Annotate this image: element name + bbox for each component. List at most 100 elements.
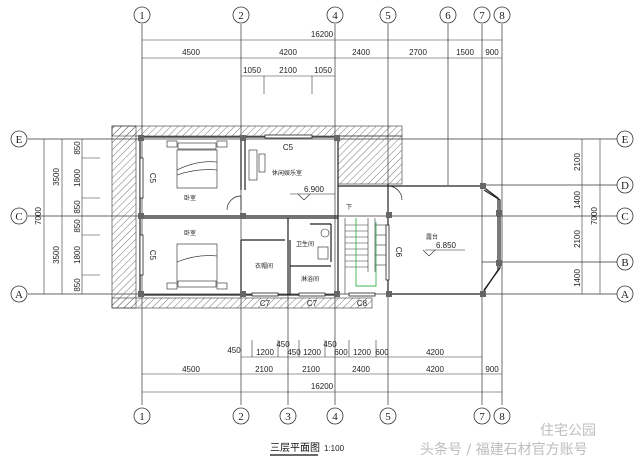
axis-label: A bbox=[15, 289, 23, 301]
dim: 4200 bbox=[426, 365, 444, 374]
dim: 2100 bbox=[255, 365, 273, 374]
stair-arrow bbox=[355, 218, 377, 287]
room-terrace: 露台 bbox=[426, 233, 438, 241]
drawing-scale: 1:100 bbox=[324, 444, 345, 453]
watermark-bottom: 头条号 / 福建石材官方账号 bbox=[420, 441, 588, 458]
bottom-dimensions bbox=[142, 340, 502, 393]
axis-label: C bbox=[15, 211, 22, 223]
dim-total: 16200 bbox=[311, 382, 334, 391]
bottom-axis-labels bbox=[133, 407, 511, 425]
axis-label: 7 bbox=[479, 10, 485, 22]
window-tag: C8 bbox=[357, 299, 368, 308]
columns bbox=[138, 135, 502, 297]
axis-label: 5 bbox=[385, 10, 391, 22]
room-bath: 淋浴间 bbox=[301, 275, 319, 283]
windows bbox=[139, 134, 390, 297]
dim: 1050 bbox=[243, 66, 261, 75]
dim: 4500 bbox=[182, 365, 200, 374]
dim: 1500 bbox=[456, 48, 474, 57]
doors bbox=[226, 185, 403, 211]
axis-label: E bbox=[16, 134, 23, 146]
window-tag: C7 bbox=[260, 299, 271, 308]
dim: 2100 bbox=[573, 230, 582, 248]
walls bbox=[139, 136, 501, 296]
dim: 850 bbox=[73, 278, 82, 292]
axis-label: 6 bbox=[445, 10, 451, 22]
fixtures bbox=[248, 149, 330, 260]
axis-label: 1 bbox=[139, 411, 145, 423]
left-dimensions bbox=[43, 139, 100, 294]
dim: 1800 bbox=[73, 169, 82, 187]
axis-label: 4 bbox=[332, 10, 338, 22]
dim: 3500 bbox=[52, 246, 61, 264]
dim: 600 bbox=[375, 348, 389, 357]
beds bbox=[166, 140, 228, 290]
axis-label: 8 bbox=[499, 411, 505, 423]
dim: 1200 bbox=[303, 348, 321, 357]
room-toilet: 卫生间 bbox=[296, 240, 314, 248]
axis-label: 2 bbox=[238, 411, 244, 423]
axis-label: D bbox=[621, 180, 629, 192]
dim: 2100 bbox=[302, 365, 320, 374]
left-axis-labels bbox=[10, 130, 28, 303]
vertical-grid-lines bbox=[141, 24, 503, 405]
dim: 450 bbox=[323, 340, 337, 349]
axis-label: B bbox=[621, 257, 628, 269]
window-tag: C5 bbox=[148, 173, 157, 184]
stairs bbox=[344, 218, 386, 294]
dim: 2100 bbox=[573, 153, 582, 171]
drawing-title: 三层平面图 bbox=[270, 442, 320, 454]
watermark-top: 住宅公园 bbox=[540, 423, 596, 439]
axis-label: A bbox=[621, 289, 629, 301]
dim: 850 bbox=[73, 219, 82, 233]
top-axis-labels bbox=[133, 6, 511, 24]
room-leisure: 休闲娱乐室 bbox=[272, 169, 302, 177]
level-markers bbox=[290, 193, 465, 257]
axis-label: 5 bbox=[385, 411, 391, 423]
right-dimensions bbox=[581, 139, 601, 294]
dim: 1200 bbox=[353, 348, 371, 357]
dim: 850 bbox=[73, 141, 82, 155]
dim: 450 bbox=[276, 340, 290, 349]
axis-label: 7 bbox=[479, 411, 485, 423]
dim: 600 bbox=[334, 348, 348, 357]
dim: 2100 bbox=[279, 66, 297, 75]
axis-label: 2 bbox=[238, 10, 244, 22]
axis-label: C bbox=[621, 211, 628, 223]
window-tag: C7 bbox=[307, 299, 318, 308]
dim: 2400 bbox=[352, 365, 370, 374]
room-closet: 衣帽间 bbox=[255, 262, 273, 270]
right-axis-labels bbox=[616, 130, 634, 303]
dim: 1200 bbox=[256, 348, 274, 357]
dim: 7000 bbox=[34, 207, 43, 225]
window-tag: C5 bbox=[283, 143, 294, 152]
level-leisure: 6.900 bbox=[304, 185, 325, 194]
dim: 450 bbox=[287, 348, 301, 357]
dim: 1400 bbox=[573, 269, 582, 287]
dim: 1800 bbox=[73, 246, 82, 264]
dim: 900 bbox=[485, 365, 499, 374]
dim-total: 16200 bbox=[311, 30, 334, 39]
hatched-areas bbox=[111, 125, 403, 309]
window-tag: C5 bbox=[148, 250, 157, 261]
dim: 4200 bbox=[279, 48, 297, 57]
stair-down: 下 bbox=[346, 204, 352, 211]
level-terrace: 6.850 bbox=[436, 241, 457, 250]
top-dimensions bbox=[142, 39, 502, 94]
dim: 450 bbox=[227, 346, 241, 355]
window-tag: C6 bbox=[394, 247, 403, 258]
dim: 850 bbox=[73, 200, 82, 214]
axis-label: 4 bbox=[332, 411, 338, 423]
dim: 1050 bbox=[314, 66, 332, 75]
dim: 4500 bbox=[182, 48, 200, 57]
axis-label: 8 bbox=[499, 10, 505, 22]
dim: 4200 bbox=[426, 348, 444, 357]
room-bedroom-top: 卧室 bbox=[184, 194, 196, 202]
axis-label: E bbox=[622, 134, 629, 146]
dim: 2700 bbox=[409, 48, 427, 57]
dim: 900 bbox=[485, 48, 499, 57]
dim: 2400 bbox=[352, 48, 370, 57]
axis-label: 3 bbox=[285, 411, 291, 423]
dim: 1400 bbox=[573, 191, 582, 209]
